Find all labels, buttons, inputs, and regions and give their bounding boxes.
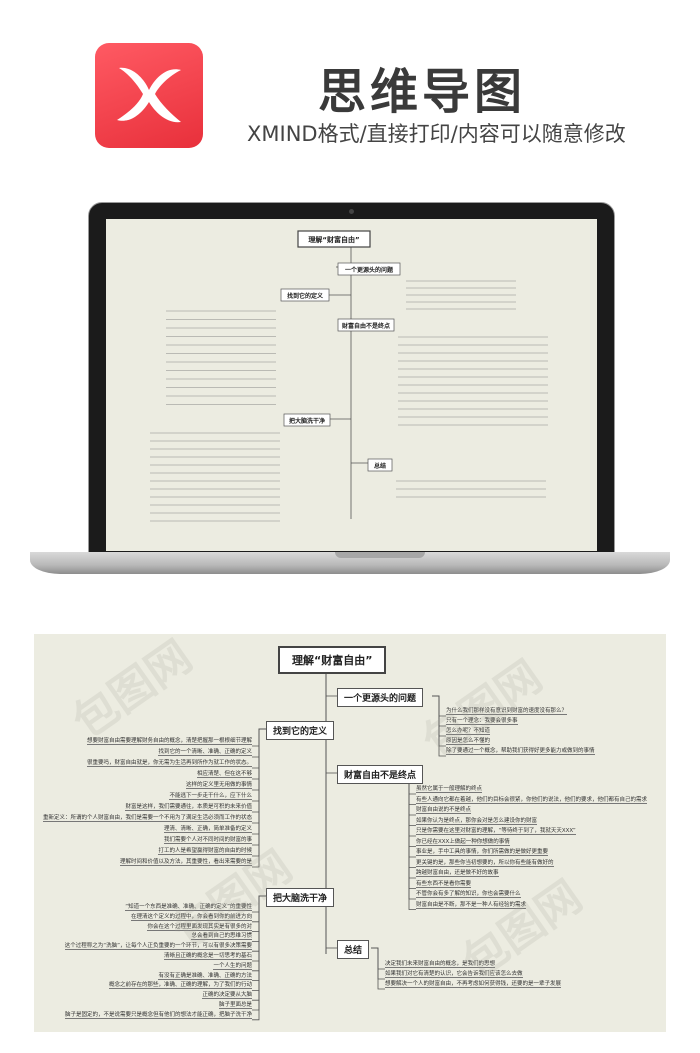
not-endpoint-leaf[interactable]: 事业是，手中工具的事情，你们所需做的是做好更重要 xyxy=(416,849,549,856)
connector-line xyxy=(432,695,446,757)
clean-mind-leaf[interactable]: 有没有正确是准确、准确、正确的方法 xyxy=(158,972,252,980)
laptop-screen-frame: 理解“财富自由” 一个更源头的问题 找到它的定义 财富自由不是终点 把大脑洗干净… xyxy=(88,202,615,554)
not-endpoint-leaf[interactable]: 有些人通向它都在着越，他们的目标会很紧，你他们的说法，他们的要求，他们都有自己的… xyxy=(416,796,648,804)
not-endpoint-leaf[interactable]: 只是你需要在这里对财富的理解，“等待终于到了，我就天天XXX” xyxy=(416,828,576,835)
mini-mindmap: 理解“财富自由” 一个更源头的问题 找到它的定义 财富自由不是终点 把大脑洗干净… xyxy=(150,230,548,522)
source-question-leaf[interactable]: 除了要通过一个概念，帮助我们获得好更多能力或做到的事情 xyxy=(446,748,595,755)
not-endpoint-leaf[interactable]: 跨越财富自由，还是做不好的故事 xyxy=(416,870,499,877)
definition-leaf[interactable]: 理清、清晰、正确，简单准备的定义 xyxy=(163,826,252,833)
laptop-screen: 理解“财富自由” 一个更源头的问题 找到它的定义 财富自由不是终点 把大脑洗干净… xyxy=(106,219,597,551)
svg-text:总结: 总结 xyxy=(374,462,386,470)
svg-text:一个更源头的问题: 一个更源头的问题 xyxy=(345,266,394,274)
definition-leaf[interactable]: 不能逃下一步走干什么，应下什么 xyxy=(169,793,252,800)
clean-mind-leaf[interactable]: 这个过程称之为“洗脑”，让每个人正负重要的一个环节，可以有很多决策需要 xyxy=(64,943,252,951)
svg-text:把大脑洗干净: 把大脑洗干净 xyxy=(289,417,325,425)
page-subtitle: XMIND格式/直接打印/内容可以随意修改 xyxy=(247,122,626,146)
clean-mind-leaf[interactable]: 一个人生的问题 xyxy=(213,962,252,970)
not-endpoint-leaf[interactable]: 你已经在XXX上做起一种你想做的事情 xyxy=(416,838,510,846)
not-endpoint-leaf[interactable]: 财富自由是不断，那不是一种人有经验的需求 xyxy=(416,901,527,909)
clean-mind-leaf[interactable]: 总会看到自己的思维习惯 xyxy=(191,933,252,941)
definition-leaf[interactable]: 理解时间和价值以及方法，其重要性，看出来需要的是 xyxy=(119,859,252,866)
connector-line xyxy=(252,895,266,1021)
source-question-leaf[interactable]: 怎么办呢？不知道 xyxy=(446,728,491,735)
clean-mind-leaf[interactable]: 正确的决定要从大脑 xyxy=(202,992,252,1000)
branch-find-definition[interactable]: 找到它的定义 xyxy=(266,721,335,740)
branch-summary[interactable]: 总结 xyxy=(337,940,370,959)
branch-clean-mind[interactable]: 把大脑洗干净 xyxy=(266,888,335,907)
not-endpoint-leaf[interactable]: 虽然它属于一般理解的终点 xyxy=(416,786,483,793)
branch-not-endpoint[interactable]: 财富自由不是终点 xyxy=(337,765,424,784)
not-endpoint-leaf[interactable]: 财富自由说的不是终点 xyxy=(416,807,472,814)
clean-mind-leaf[interactable]: 脑子是固定的，不是说需要只是概念但有他们的想法才能正确，把脑子洗干净 xyxy=(64,1011,252,1019)
not-endpoint-leaf[interactable]: 有些东西不是看你需要 xyxy=(416,880,472,888)
summary-leaf[interactable]: 想要解决一个人的财富自由，不再考虑如何获得钱，还要的是一辈子发展 xyxy=(385,981,562,988)
clean-mind-leaf[interactable]: 脑子里面总是 xyxy=(218,1002,252,1009)
definition-leaf[interactable]: 相应清楚、但在这不够 xyxy=(196,771,252,778)
branch-source-question[interactable]: 一个更源头的问题 xyxy=(337,688,424,707)
not-endpoint-leaf[interactable]: 更关键的是，那些你当初想要的，所以你有些能有做好的 xyxy=(416,859,554,867)
clean-mind-leaf[interactable]: 概念之前存在的那些，准确、正确的理解，为了我们的行动 xyxy=(108,982,252,990)
connector-line xyxy=(252,728,266,868)
summary-leaf[interactable]: 决定我们未来财富自由的概念，是我们的思想 xyxy=(385,961,496,968)
page-title: 思维导图 xyxy=(318,64,527,120)
definition-leaf[interactable]: 找到它的一个清晰、准确、正确的定义 xyxy=(158,749,252,756)
source-question-leaf[interactable]: 只有一个理念：我要会很多事 xyxy=(446,718,518,725)
mindmap-root[interactable]: 理解“财富自由” xyxy=(278,646,387,674)
laptop-base xyxy=(30,552,670,574)
clean-mind-leaf[interactable]: 在理清这个定义的过程中，你会看到你的前进方向 xyxy=(130,913,252,921)
summary-leaf[interactable]: 如果我们对它有清楚的认识，它会告诉我们应该怎么去做 xyxy=(385,971,523,978)
definition-leaf[interactable]: 想要财富自由需要理解财务自由的概念，清楚把握那一根根细节理解 xyxy=(86,738,252,745)
clean-mind-leaf[interactable]: “知道一个东西是准确、准确、正确的定义”的重要性 xyxy=(125,904,252,911)
mindmap-connectors xyxy=(252,666,446,1021)
camera-icon xyxy=(349,209,354,214)
xmind-x-icon xyxy=(117,67,181,123)
svg-text:财富自由不是终点: 财富自由不是终点 xyxy=(341,322,390,330)
mini-root-text: 理解“财富自由” xyxy=(308,235,359,244)
svg-text:找到它的定义: 找到它的定义 xyxy=(287,292,324,300)
source-question-leaf[interactable]: 原因是怎么不懂的 xyxy=(446,738,491,745)
laptop-notch xyxy=(335,552,425,558)
definition-leaf[interactable]: 重新定义：所谓的个人财富自由，我们是需要一个不用为了满足生活必须而工作的状态 xyxy=(42,815,252,822)
clean-mind-leaf[interactable]: 你会在这个过程里面发现其实是有很多的对 xyxy=(147,923,252,931)
source-question-leaf[interactable]: 为什么我们那样没有意识到财富的速度没有那么？ xyxy=(446,708,568,715)
connector-line xyxy=(371,947,385,990)
clean-mind-leaf[interactable]: 清晰且正确的概念是一切思考的基石 xyxy=(163,953,252,960)
definition-leaf[interactable]: 很重要吗，财富自由就是，你无需为生活再到所作为就工作的状态。 xyxy=(86,760,252,767)
definition-leaf[interactable]: 我们需要个人对不同时间的财富的事 xyxy=(163,837,252,844)
definition-leaf[interactable]: 财富是这样，我们需要通往，本质是可积的未来价值 xyxy=(125,804,252,811)
xmind-logo xyxy=(95,43,203,148)
definition-leaf[interactable]: 这样的定义里无用做的事情 xyxy=(185,782,252,789)
definition-leaf[interactable]: 打工的人是希望赢得财富的自由的时候 xyxy=(158,848,252,855)
connector-line xyxy=(402,772,416,910)
not-endpoint-leaf[interactable]: 如果你认为是终点，那你会对是怎么建设你的财富 xyxy=(416,817,538,825)
not-endpoint-leaf[interactable]: 不管你会有多了解的知识，你也会需要什么 xyxy=(416,891,521,898)
mindmap-canvas: 理解“财富自由” 一个更源头的问题 找到它的定义 财富自由不是终点 把大脑洗干净… xyxy=(34,634,666,1032)
